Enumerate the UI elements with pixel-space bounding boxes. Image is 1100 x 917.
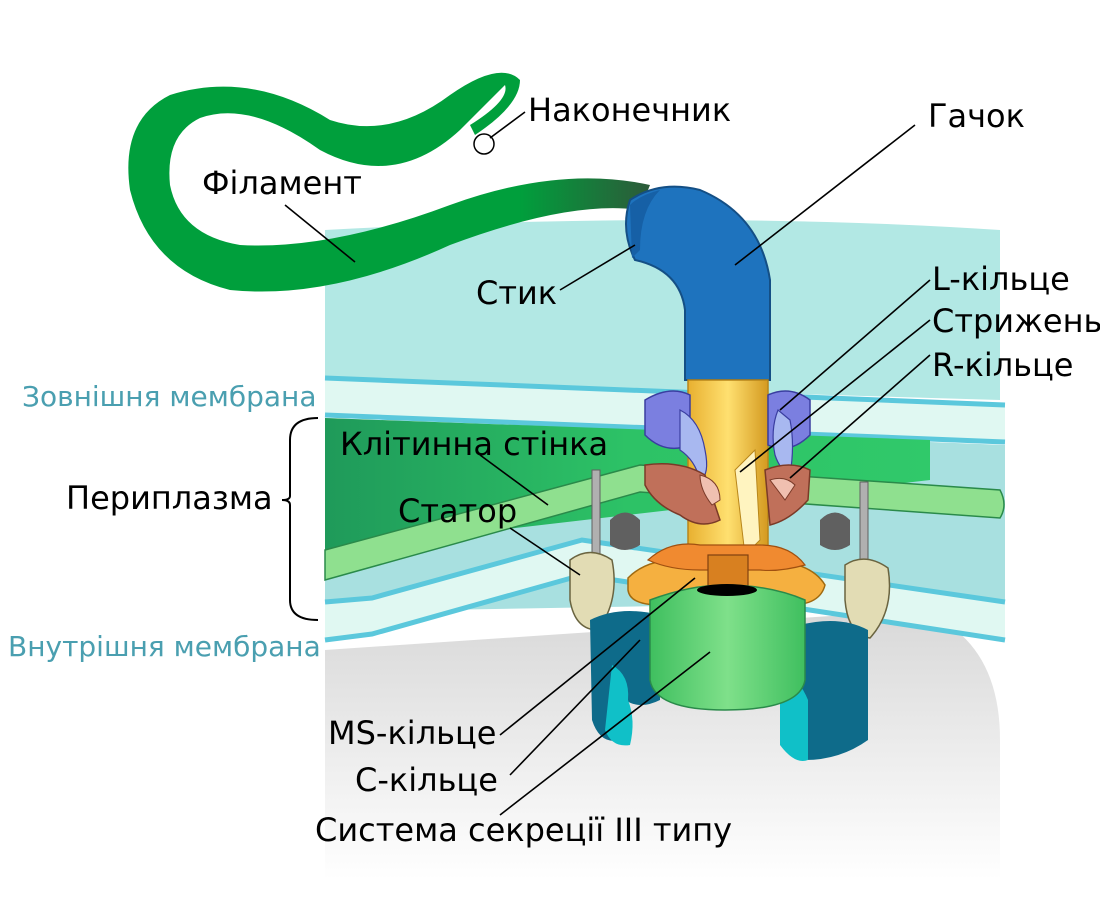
l-ring xyxy=(644,390,811,481)
stator-left xyxy=(569,469,615,631)
hook xyxy=(625,185,771,381)
stator-anchors xyxy=(610,512,850,550)
label-cell-wall: Клітинна стінка xyxy=(340,425,608,463)
label-junction: Стик xyxy=(476,274,557,312)
label-t3ss: Система секреції III типу xyxy=(315,811,732,849)
r-ring xyxy=(644,463,811,526)
label-outer-membrane: Зовнішня мембрана xyxy=(22,380,316,413)
stator-right xyxy=(844,481,891,639)
label-stator: Статор xyxy=(398,492,517,530)
label-filament: Філамент xyxy=(202,164,362,202)
label-l-ring: L-кільце xyxy=(932,260,1070,298)
tip xyxy=(473,133,495,155)
cell-wall xyxy=(324,464,1005,581)
label-r-ring: R-кільце xyxy=(932,346,1073,384)
label-rod: Стрижень xyxy=(932,302,1100,340)
label-tip: Наконечник xyxy=(528,91,731,129)
filament xyxy=(128,72,650,292)
label-ms-ring: MS-кільце xyxy=(328,714,496,752)
leader-lines xyxy=(284,111,931,816)
t3ss xyxy=(649,584,806,711)
periplasm-bracket xyxy=(281,417,319,621)
extracellular-layer xyxy=(325,220,1000,400)
label-hook: Гачок xyxy=(928,97,1025,135)
label-inner-membrane: Внутрішня мембрана xyxy=(8,630,321,663)
label-periplasm: Периплазма xyxy=(66,479,273,517)
label-c-ring: C-кільце xyxy=(355,761,498,799)
